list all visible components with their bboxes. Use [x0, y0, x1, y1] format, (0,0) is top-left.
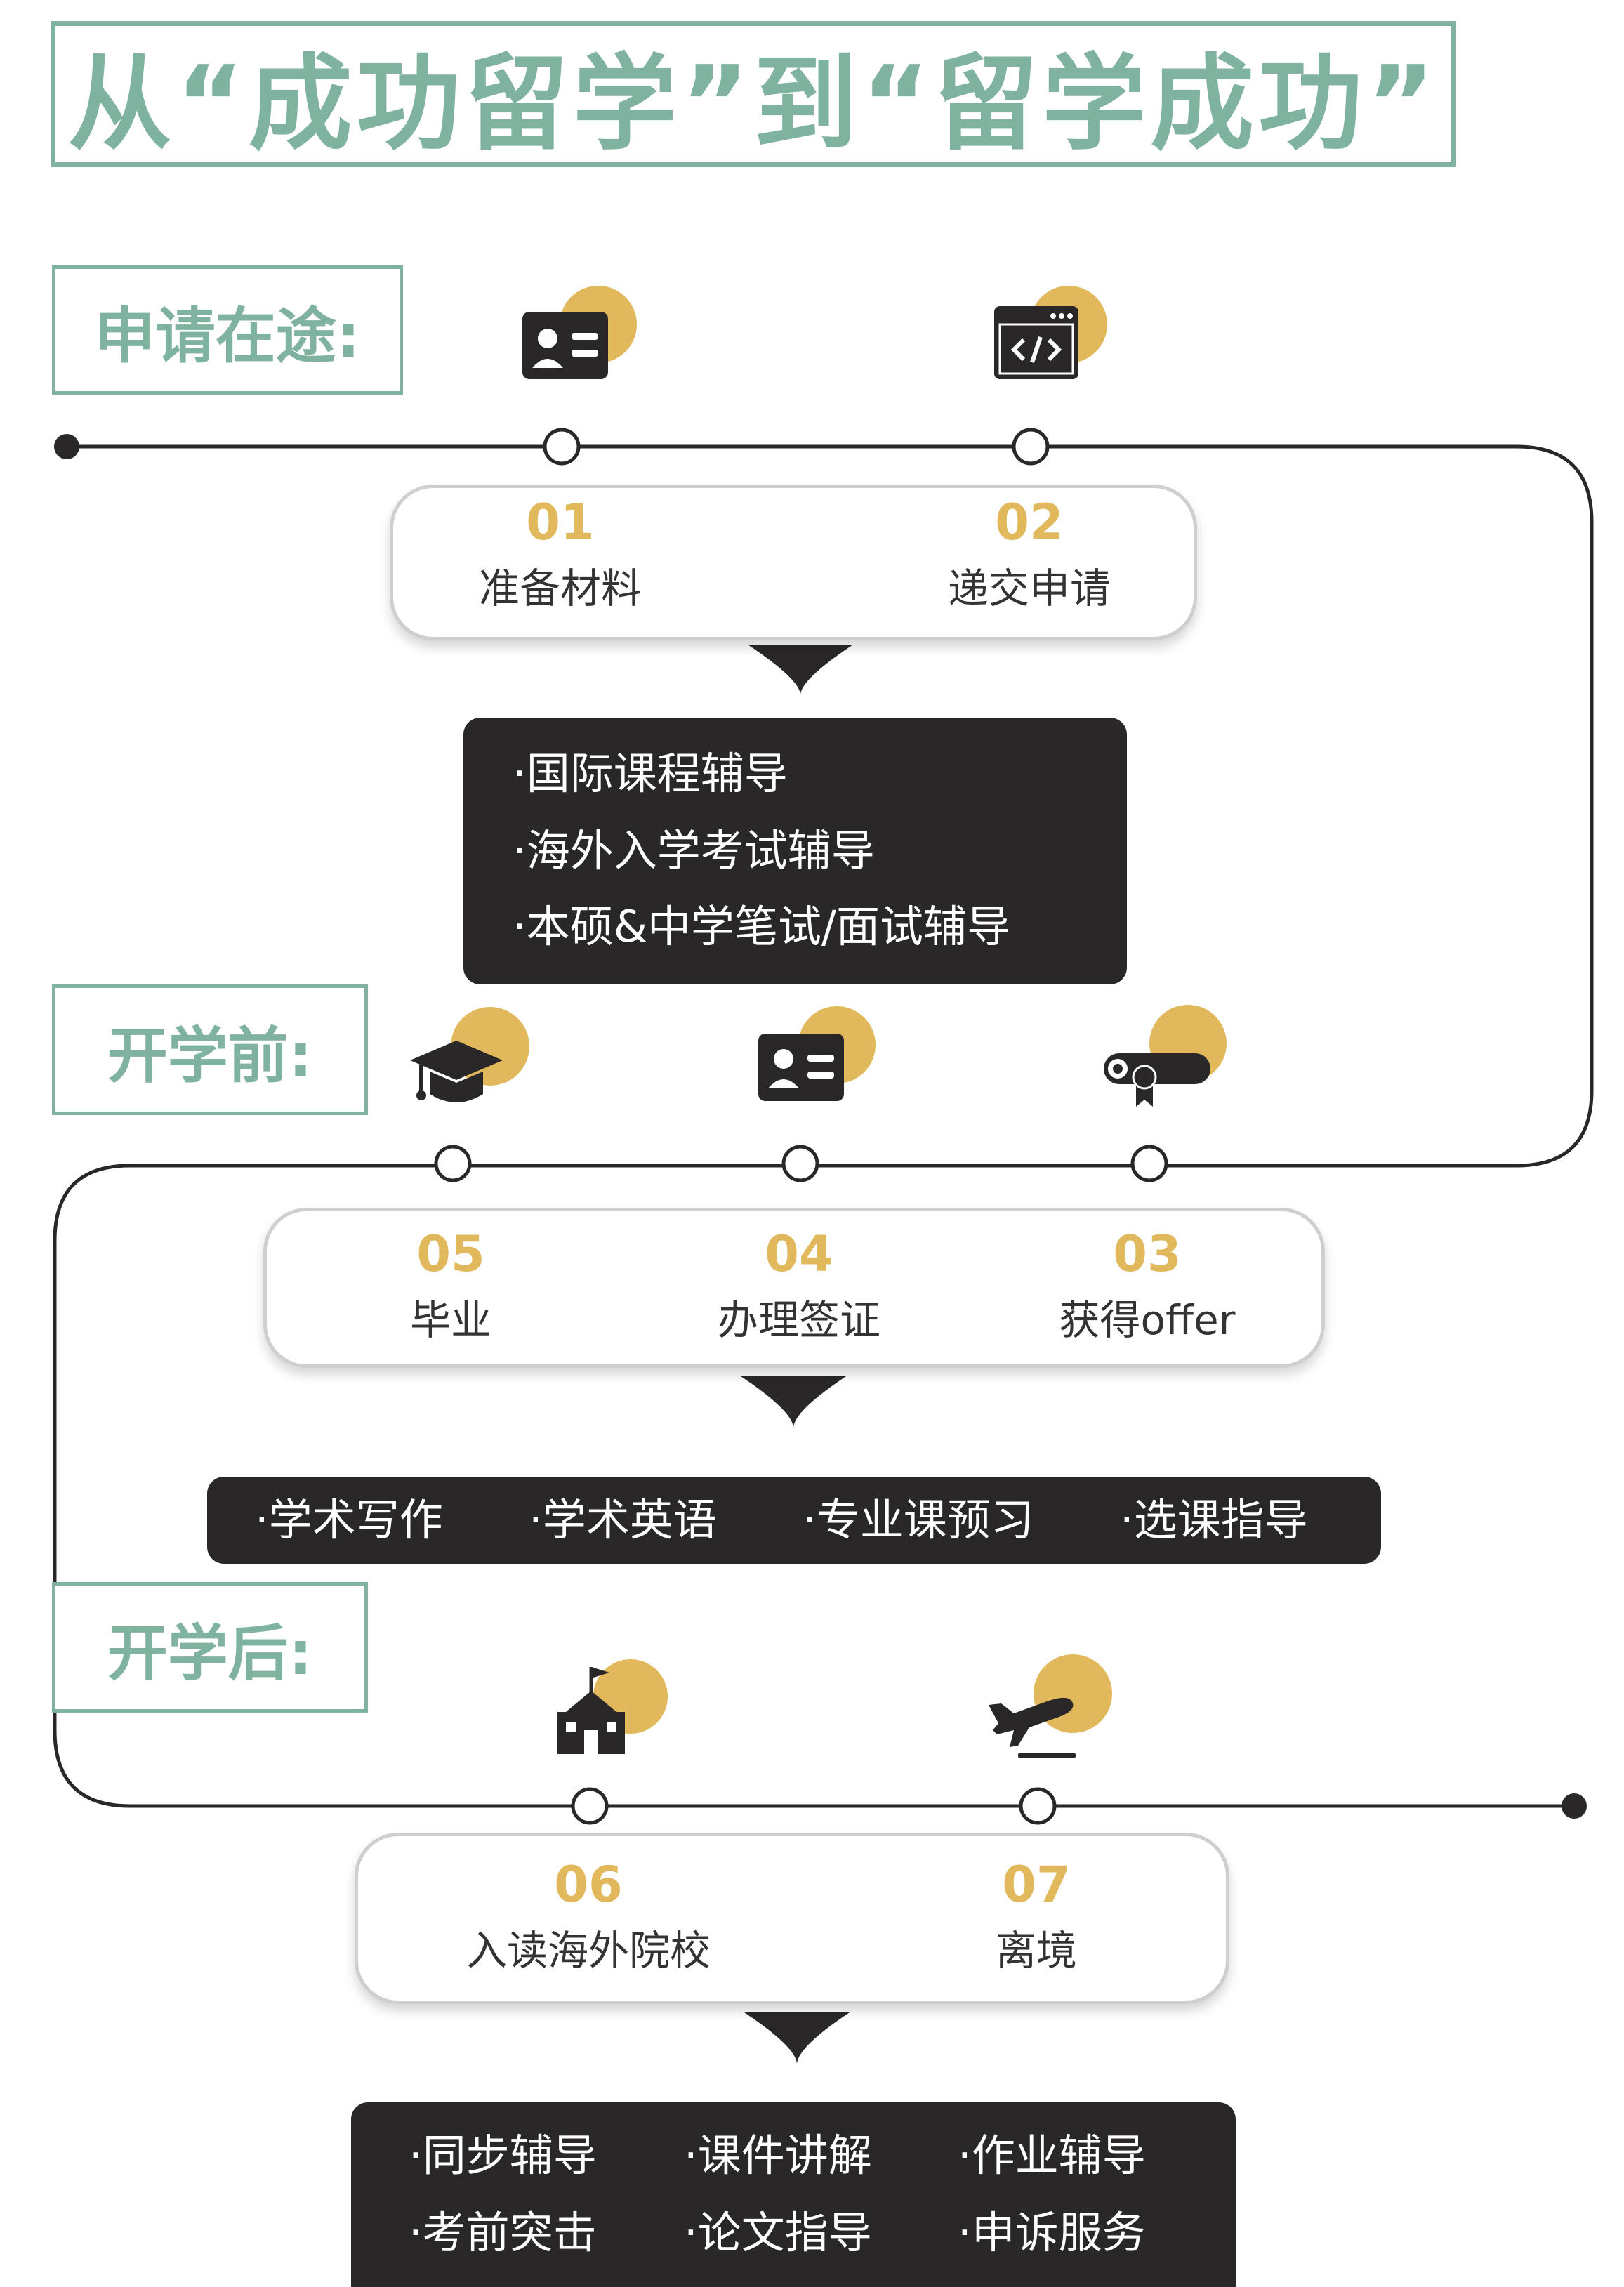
step-01: 01 准备材料	[406, 494, 715, 615]
step-04: 04 办理签证	[645, 1226, 953, 1347]
step-label: 离境	[995, 1927, 1077, 1975]
flow-start-dot	[54, 434, 79, 459]
step-node	[434, 1145, 472, 1182]
section-label-post-enrollment: 开学后:	[52, 1582, 368, 1713]
airplane-icon	[973, 1647, 1114, 1774]
step-06: 06 入读海外院校	[434, 1857, 743, 1977]
step-02: 02 递交申请	[875, 494, 1184, 615]
service-item: ·申诉服务	[958, 2207, 1146, 2258]
step-node	[543, 428, 581, 466]
flow-end-dot	[1562, 1793, 1587, 1819]
school-icon	[541, 1647, 681, 1774]
service-item: ·本硕&中学笔试/面试辅导	[513, 901, 1010, 952]
step-node	[781, 1145, 819, 1182]
service-item: ·论文指导	[684, 2207, 872, 2258]
service-item: ·海外入学考试辅导	[513, 825, 875, 876]
step-label: 办理签证	[717, 1296, 880, 1344]
pointer-arrow	[748, 645, 853, 695]
step-node	[1019, 1787, 1057, 1825]
step-number: 07	[1002, 1856, 1071, 1913]
title-frame: 从“成功留学”到“留学成功”	[51, 21, 1456, 167]
service-item: ·考前突击	[409, 2207, 597, 2258]
step-07: 07 离境	[882, 1857, 1191, 1977]
step-label: 准备材料	[478, 565, 642, 612]
services-box-pre-enrollment: ·学术写作 ·学术英语 ·专业课预习 ·选课指导	[207, 1477, 1381, 1564]
step-number: 05	[416, 1225, 485, 1283]
step-number: 04	[765, 1225, 833, 1283]
services-box-post-enrollment: ·同步辅导 ·课件讲解 ·作业辅导 ·考前突击 ·论文指导 ·申诉服务	[351, 2102, 1236, 2287]
step-03: 03 获得offer	[993, 1226, 1302, 1347]
step-number: 03	[1113, 1225, 1182, 1283]
section-label-pre-enrollment: 开学前:	[52, 984, 368, 1115]
step-number: 02	[995, 494, 1064, 551]
service-item: ·作业辅导	[958, 2130, 1146, 2181]
service-item: ·课件讲解	[684, 2130, 872, 2181]
step-label: 获得offer	[1059, 1296, 1236, 1344]
step-number: 06	[554, 1856, 623, 1913]
step-card-post-enrollment	[355, 1833, 1229, 2004]
service-item: ·国际课程辅导	[513, 748, 788, 799]
service-item: ·同步辅导	[409, 2130, 597, 2181]
id-card-icon	[506, 281, 646, 407]
service-item: ·选课指导	[1120, 1494, 1308, 1545]
step-number: 01	[526, 494, 595, 551]
id-card-icon	[741, 1001, 882, 1128]
page-title: 从“成功留学”到“留学成功”	[67, 43, 1439, 164]
services-box-application: ·国际课程辅导 ·海外入学考试辅导 ·本硕&中学笔试/面试辅导	[463, 718, 1127, 984]
step-node	[1012, 428, 1050, 466]
diploma-icon	[1090, 1001, 1230, 1128]
step-card-application	[390, 485, 1197, 640]
service-item: ·学术英语	[529, 1494, 717, 1545]
graduation-cap-icon	[393, 1001, 534, 1128]
step-card-pre-enrollment	[263, 1208, 1325, 1368]
step-label: 递交申请	[947, 565, 1111, 612]
step-label: 毕业	[409, 1296, 491, 1344]
pointer-arrow	[741, 1376, 846, 1428]
service-item: ·学术写作	[255, 1494, 443, 1545]
pointer-arrow	[744, 2012, 850, 2064]
step-node	[571, 1787, 609, 1825]
service-item: ·专业课预习	[803, 1494, 1034, 1545]
code-window-icon	[976, 281, 1116, 407]
section-label-application: 申请在途:	[52, 265, 403, 395]
step-label: 入读海外院校	[466, 1927, 711, 1975]
step-05: 05 毕业	[296, 1226, 605, 1347]
step-node	[1130, 1145, 1168, 1182]
